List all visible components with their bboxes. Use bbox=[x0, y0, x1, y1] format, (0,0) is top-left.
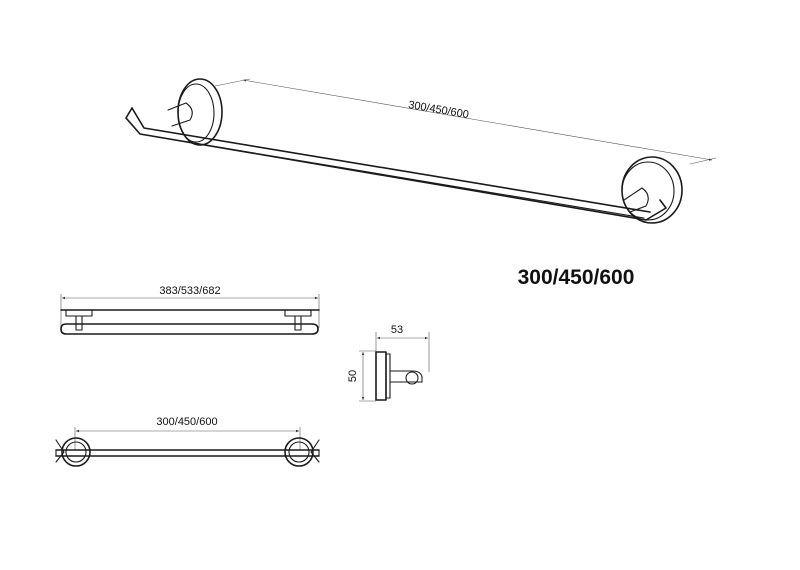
iso-dimension-line bbox=[214, 78, 717, 165]
iso-dimension-label: 300/450/600 bbox=[407, 99, 469, 121]
top-view: 300/450/600 bbox=[55, 416, 320, 467]
left-rosette bbox=[61, 437, 91, 467]
top-dimension-label: 300/450/600 bbox=[156, 416, 217, 428]
right-wall-mount bbox=[621, 156, 683, 224]
isometric-view: 300/450/600 bbox=[125, 78, 717, 224]
front-bar bbox=[60, 323, 319, 335]
size-label: 300/450/600 bbox=[518, 266, 635, 289]
right-post bbox=[284, 309, 312, 317]
side-height-dimension bbox=[359, 350, 376, 402]
side-height-label: 50 bbox=[347, 370, 359, 382]
top-dimension-line bbox=[74, 427, 301, 450]
towel-bar bbox=[125, 107, 667, 221]
right-rosette bbox=[284, 437, 314, 467]
side-depth-dimension bbox=[375, 332, 430, 372]
side-mount-plate bbox=[375, 351, 387, 401]
front-view: 383/533/682 bbox=[60, 285, 320, 335]
top-bar bbox=[55, 449, 320, 457]
side-arm bbox=[389, 370, 423, 383]
front-dimension-line bbox=[60, 294, 320, 328]
side-depth-label: 53 bbox=[391, 324, 403, 336]
left-post bbox=[65, 309, 93, 317]
side-view: 53 50 bbox=[347, 324, 430, 402]
front-dimension-label: 383/533/682 bbox=[159, 285, 220, 297]
left-wall-mount bbox=[167, 78, 223, 146]
